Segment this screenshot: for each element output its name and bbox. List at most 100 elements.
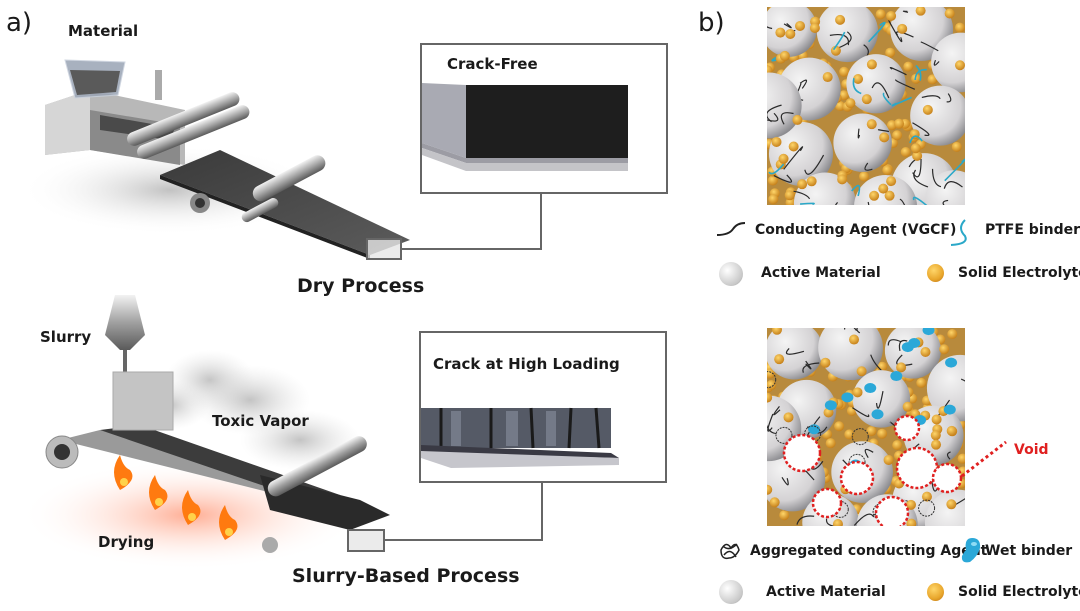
dry-connector-vertical bbox=[540, 192, 542, 250]
aggregated-conducting-agent-icon bbox=[718, 540, 742, 562]
solid-electrolyte-particle bbox=[835, 14, 846, 25]
conducting-agent-fiber bbox=[767, 104, 782, 123]
conducting-agent-fiber bbox=[856, 328, 861, 334]
active-material-particle bbox=[816, 7, 879, 63]
ptfe-binder-icon bbox=[947, 218, 969, 248]
solid-electrolyte-particle bbox=[767, 380, 777, 391]
solid-electrolyte-particle bbox=[869, 190, 880, 201]
wet-binder-blob bbox=[808, 424, 821, 435]
conducting-agent-fiber bbox=[895, 79, 916, 90]
solid-electrolyte-particle bbox=[795, 20, 806, 31]
conducting-agent-fiber bbox=[899, 198, 906, 205]
dry-process-title: Dry Process bbox=[297, 275, 425, 297]
conducting-agent-fiber bbox=[773, 174, 793, 183]
conducting-agent-fiber bbox=[913, 169, 932, 189]
dry-sample-marker bbox=[366, 238, 402, 260]
drying-label: Drying bbox=[98, 533, 155, 551]
slurry-process-machine-illustration bbox=[20, 290, 400, 580]
solid-electrolyte-particle bbox=[835, 101, 846, 112]
legend-solid-electrolyte: Solid Electrolyte bbox=[958, 265, 1080, 281]
legend-ptfe-binder: PTFE binder bbox=[985, 222, 1080, 238]
ptfe-binder-fibril bbox=[868, 21, 886, 43]
material-label: Material bbox=[68, 22, 139, 40]
active-material-particle bbox=[768, 121, 834, 186]
cracked-electrode-block bbox=[421, 407, 619, 468]
solid-electrolyte-particle bbox=[896, 362, 907, 373]
solid-electrolyte-particle bbox=[830, 45, 841, 56]
solid-electrolyte-particle bbox=[832, 519, 843, 526]
conducting-agent-fiber bbox=[843, 328, 858, 331]
conducting-agent-fiber bbox=[887, 339, 902, 346]
conducting-agent-fiber bbox=[921, 95, 941, 100]
solid-electrolyte-particle bbox=[839, 66, 850, 77]
solid-electrolyte-particle bbox=[806, 176, 817, 187]
ptfe-binder-fibril bbox=[852, 78, 862, 95]
wet-binder-blob bbox=[871, 409, 884, 420]
solid-electrolyte-particle bbox=[767, 175, 778, 186]
conducting-agent-fiber bbox=[802, 362, 820, 373]
conducting-agent-fiber bbox=[793, 190, 811, 200]
solid-electrolyte-particle bbox=[947, 329, 958, 340]
solid-electrolyte-particle bbox=[784, 190, 795, 201]
conducting-agent-fiber bbox=[912, 158, 922, 178]
conducting-agent-fiber bbox=[804, 154, 825, 175]
solid-electrolyte-particle bbox=[861, 94, 872, 105]
active-material-icon bbox=[719, 580, 743, 604]
solid-electrolyte-particle bbox=[768, 194, 779, 205]
solid-electrolyte-particle bbox=[921, 491, 932, 502]
conducting-agent-fiber bbox=[933, 59, 940, 66]
solid-electrolyte-particle bbox=[769, 497, 780, 508]
solid-electrolyte-particle bbox=[912, 150, 923, 161]
active-material-particle bbox=[926, 354, 965, 422]
ptfe-binder-fibril bbox=[882, 92, 892, 106]
solid-electrolyte-particle bbox=[916, 377, 927, 388]
solid-electrolyte-particle bbox=[767, 392, 773, 403]
solid-electrolyte-icon bbox=[927, 583, 944, 601]
solid-electrolyte-particle bbox=[778, 153, 789, 164]
crack-free-inset: Crack-Free bbox=[420, 43, 668, 194]
solid-electrolyte-particle bbox=[856, 366, 867, 377]
ptfe-binder-fibril bbox=[912, 196, 928, 205]
conducting-agent-fiber bbox=[961, 378, 965, 382]
solid-electrolyte-particle bbox=[767, 368, 776, 379]
solid-electrolyte-particle bbox=[886, 10, 897, 21]
conducting-agent-fiber bbox=[920, 41, 939, 52]
solid-electrolyte-particle bbox=[866, 59, 877, 70]
solid-electrolyte-particle bbox=[939, 344, 950, 355]
void-region bbox=[931, 462, 963, 494]
conducting-agent-fiber bbox=[864, 448, 874, 459]
dry-process-machine-illustration bbox=[20, 40, 420, 260]
active-material-particle bbox=[818, 328, 883, 381]
wet-binder-blob bbox=[864, 383, 877, 394]
solid-electrolyte-particle bbox=[771, 136, 782, 147]
slurry-process-title: Slurry-Based Process bbox=[292, 565, 520, 587]
conducting-agent-fiber bbox=[780, 112, 794, 125]
solid-electrolyte-particle bbox=[946, 425, 957, 436]
solid-electrolyte-particle bbox=[837, 174, 848, 185]
solid-electrolyte-particle bbox=[834, 421, 845, 432]
conducting-agent-fiber bbox=[888, 19, 903, 43]
solid-electrolyte-particle bbox=[930, 430, 941, 441]
panel-a-label: a) bbox=[6, 8, 33, 38]
solid-electrolyte-particle bbox=[775, 27, 786, 38]
ptfe-binder-fibril bbox=[909, 135, 923, 144]
conducting-agent-fiber bbox=[943, 181, 963, 189]
void-region bbox=[782, 433, 822, 473]
solid-electrolyte-particle bbox=[894, 478, 905, 489]
solid-electrolyte-particle bbox=[954, 22, 965, 33]
solid-electrolyte-particle bbox=[771, 328, 782, 335]
solid-electrolyte-particle bbox=[877, 428, 888, 439]
wet-binder-blob bbox=[841, 392, 854, 403]
solid-electrolyte-particle bbox=[920, 347, 931, 358]
solid-electrolyte-particle bbox=[809, 22, 820, 33]
solid-electrolyte-particle bbox=[951, 141, 962, 152]
conducting-agent-fiber bbox=[946, 451, 951, 460]
wet-binder-blob bbox=[945, 357, 958, 368]
ptfe-binder-fibril bbox=[915, 65, 922, 81]
solid-electrolyte-particle bbox=[884, 190, 895, 201]
solid-electrolyte-particle bbox=[897, 23, 908, 34]
conducting-agent-fiber bbox=[767, 424, 777, 435]
conducting-agent-fiber bbox=[835, 202, 839, 205]
active-material-particle bbox=[910, 85, 965, 146]
solid-electrolyte-particle bbox=[820, 357, 831, 368]
